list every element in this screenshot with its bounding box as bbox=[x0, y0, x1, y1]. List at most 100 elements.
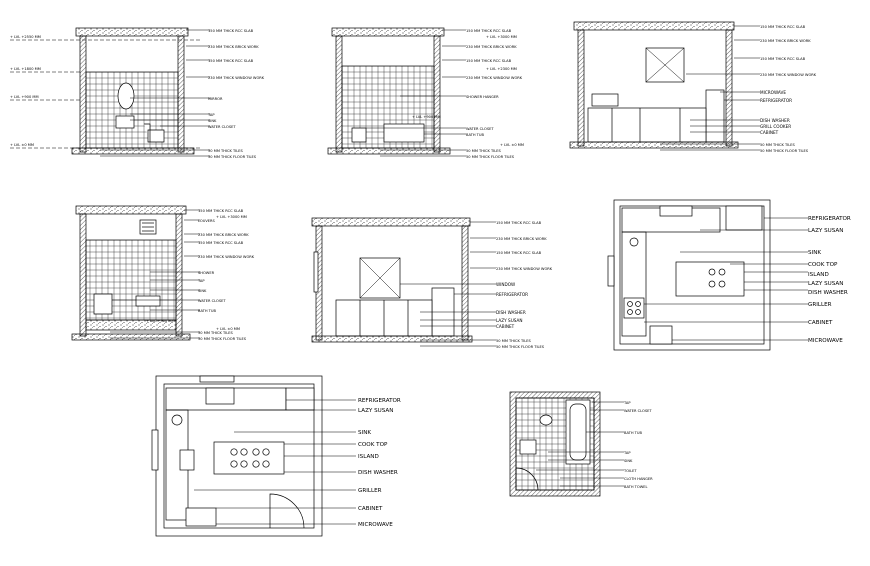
label: COOK TOP bbox=[358, 442, 388, 448]
refrigerator bbox=[705, 89, 725, 143]
label: 150 MM THICK RCC SLAB bbox=[198, 209, 244, 213]
label: 150 MM THICK RCC SLAB bbox=[198, 241, 244, 245]
mirror bbox=[117, 82, 135, 110]
label: TAP bbox=[207, 113, 215, 117]
label: CABINET bbox=[496, 324, 515, 329]
label: REFRIGERATOR bbox=[496, 292, 528, 297]
label: WATER CLOSET bbox=[466, 127, 494, 131]
label: 150 MM THICK RCC SLAB bbox=[466, 59, 512, 63]
label: 230 MM THICK WINDOW WORK bbox=[208, 76, 265, 80]
label: TAP bbox=[197, 279, 205, 283]
label: LAZY SUSAN bbox=[496, 318, 523, 323]
label: SINK bbox=[358, 430, 371, 436]
label: DISH WASHER bbox=[808, 290, 848, 296]
sink bbox=[115, 115, 135, 129]
label: DISH WASHER bbox=[358, 470, 398, 476]
label: TAP bbox=[623, 401, 631, 405]
island bbox=[213, 441, 285, 475]
label: 150 MM THICK RCC SLAB bbox=[496, 251, 542, 255]
label: LOUVERS bbox=[198, 219, 216, 223]
level-label: + LVL ±0 MM bbox=[10, 143, 34, 147]
label: 50 MM THICK TILES bbox=[466, 149, 502, 153]
bath-tub bbox=[383, 123, 425, 143]
level-label: + LVL +3000 MM bbox=[216, 215, 247, 219]
roof-slab bbox=[75, 27, 189, 37]
label: SHOWER bbox=[198, 271, 215, 275]
label: 50 MM THICK FLOOR TILES bbox=[466, 155, 515, 159]
toilet bbox=[519, 439, 537, 455]
wall-right bbox=[461, 225, 469, 341]
label: WINDOW bbox=[496, 282, 515, 287]
wall-left bbox=[79, 35, 87, 153]
label: CLOTH HANGER bbox=[624, 477, 653, 481]
wall-right bbox=[177, 35, 185, 153]
label: WATER CLOSET bbox=[208, 125, 236, 129]
label: 230 MM THICK WINDOW WORK bbox=[198, 255, 255, 259]
water-closet bbox=[351, 127, 367, 143]
label: MICROWAVE bbox=[808, 338, 843, 344]
label: 50 MM THICK FLOOR TILES bbox=[198, 337, 247, 341]
bath-elevation-a: + LVL +2550 MM + LVL +1800 MM + LVL +900… bbox=[10, 27, 265, 159]
label: CABINET bbox=[760, 130, 779, 135]
label: BATH TUB bbox=[198, 309, 217, 313]
door-swing bbox=[269, 493, 305, 529]
label: BATH TUB bbox=[466, 133, 485, 137]
label: 150 MM THICK RCC SLAB bbox=[208, 59, 254, 63]
label: GRILLER bbox=[358, 488, 382, 494]
label: 150 MM THICK RCC SLAB bbox=[466, 29, 512, 33]
wall-left bbox=[79, 213, 87, 337]
label: 230 MM THICK BRICK WORK bbox=[208, 45, 259, 49]
wall-right bbox=[433, 35, 441, 153]
label: CABINET bbox=[358, 506, 383, 512]
label: 230 MM THICK BRICK WORK bbox=[198, 233, 249, 237]
level-label: + LVL ±0 MM bbox=[500, 143, 524, 147]
label: 50 MM THICK FLOOR TILES bbox=[496, 345, 545, 349]
water-closet bbox=[93, 293, 113, 315]
label: 230 MM THICK BRICK WORK bbox=[496, 237, 547, 241]
label: 230 MM THICK BRICK WORK bbox=[466, 45, 517, 49]
bath-tub bbox=[85, 319, 177, 331]
lazy-susan bbox=[629, 237, 639, 247]
top-window bbox=[199, 375, 235, 383]
wall-left bbox=[335, 35, 343, 153]
label: 230 MM THICK BRICK WORK bbox=[760, 39, 811, 43]
door-swing bbox=[515, 467, 539, 491]
kitchen-plan-large: REFRIGERATOR LAZY SUSAN SINK COOK TOP IS… bbox=[151, 375, 401, 537]
label: SINK bbox=[808, 250, 821, 256]
label: SHOWER HANGER bbox=[466, 95, 499, 99]
label: 50 MM THICK TILES bbox=[496, 339, 532, 343]
microwave bbox=[185, 507, 217, 527]
level-label: + LVL +900 MM bbox=[146, 319, 175, 323]
window bbox=[151, 429, 159, 471]
roof-slab bbox=[573, 21, 735, 31]
floor-slab bbox=[311, 335, 473, 343]
label: 50 MM THICK TILES bbox=[198, 331, 234, 335]
label: MICROWAVE bbox=[358, 522, 393, 528]
sink bbox=[205, 387, 235, 405]
microwave bbox=[649, 325, 673, 345]
label: BATH TOWEL bbox=[624, 485, 648, 489]
label: MIRROR bbox=[208, 97, 223, 101]
label: DISH WASHER bbox=[496, 310, 526, 315]
bath-plan: TAP WATER CLOSET BATH TUB TAP SINK TOILE… bbox=[509, 391, 653, 497]
label: WATER CLOSET bbox=[624, 409, 652, 413]
label: GRILL COOKER bbox=[760, 124, 791, 129]
label: REFRIGERATOR bbox=[808, 216, 851, 222]
label: 50 MM THICK TILES bbox=[760, 143, 796, 147]
roof-slab bbox=[75, 205, 187, 215]
window bbox=[607, 255, 615, 287]
refrigerator bbox=[725, 205, 763, 231]
level-label: + LVL +3000 MM bbox=[486, 35, 517, 39]
level-label: + LVL ±0 MM bbox=[216, 327, 240, 331]
lazy-susan bbox=[171, 414, 183, 426]
label: 50 MM THICK TILES bbox=[208, 149, 244, 153]
base-cabinets bbox=[587, 107, 707, 143]
water-closet bbox=[144, 123, 165, 143]
label: REFRIGERATOR bbox=[358, 398, 401, 404]
label: LAZY SUSAN bbox=[808, 228, 843, 234]
wall-right bbox=[725, 29, 733, 147]
label: DISH WASHER bbox=[760, 118, 790, 123]
label: LAZY SUSAN bbox=[808, 281, 843, 287]
kitchen-elevation-b: 150 MM THICK RCC SLAB 230 MM THICK BRICK… bbox=[311, 217, 553, 349]
wall-right bbox=[175, 213, 183, 337]
